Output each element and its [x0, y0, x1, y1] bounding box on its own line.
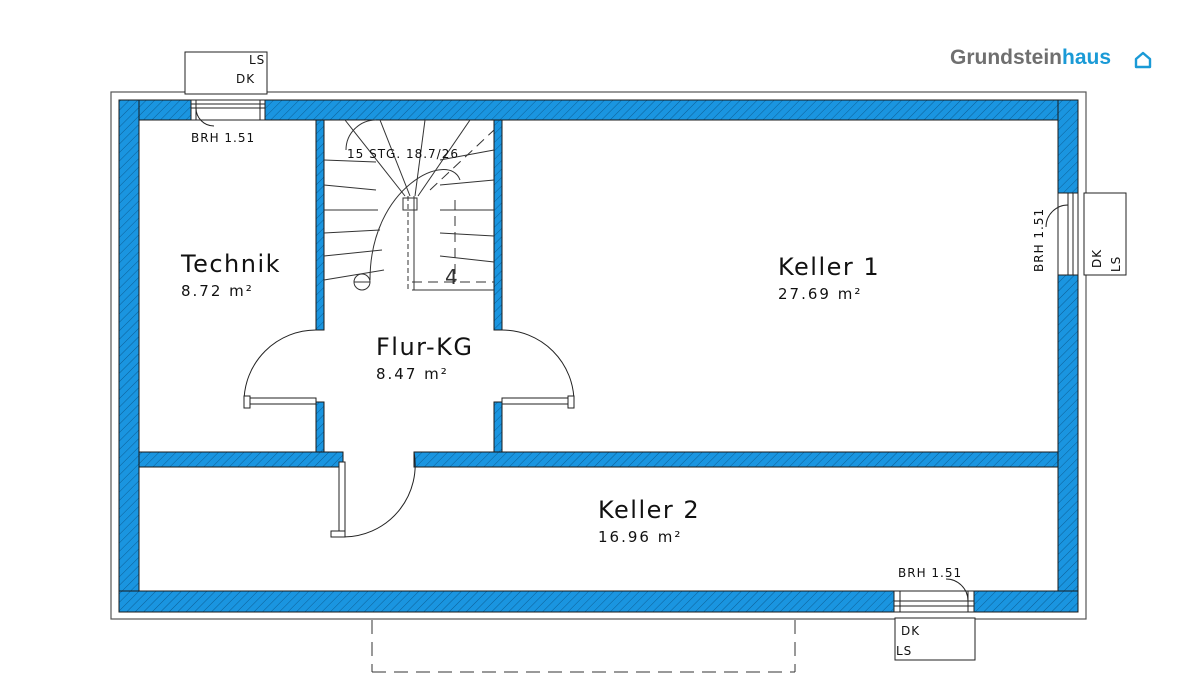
window-bottom-ls: LS: [896, 644, 912, 658]
room-name-keller2: Keller 2: [598, 496, 700, 524]
room-area-keller1: 27.69 m²: [778, 285, 862, 303]
window-right-brh: BRH 1.51: [1032, 208, 1046, 272]
staircase: [323, 119, 495, 291]
brand-part-2: haus: [1062, 46, 1112, 69]
stair-label: 15 STG. 18.7/26: [347, 147, 459, 161]
door-keller2: [330, 451, 416, 538]
window-top: [184, 51, 268, 127]
window-right-ls: LS: [1109, 256, 1123, 272]
exterior-walls: [118, 99, 1079, 613]
window-right: [1045, 192, 1127, 276]
room-name-flur: Flur-KG: [376, 333, 474, 361]
room-name-keller1: Keller 1: [778, 253, 880, 281]
door-keller1: [501, 329, 575, 409]
window-bottom-dk: DK: [901, 624, 920, 638]
window-top-dk: DK: [236, 72, 255, 86]
stair-step-mark: 4: [445, 265, 458, 289]
house-icon: [1134, 51, 1152, 69]
interior-walls: [138, 119, 1059, 468]
room-name-technik: Technik: [180, 250, 281, 278]
plan-outline: [110, 91, 1087, 620]
brand-part-1: Grundstein: [950, 46, 1063, 69]
window-top-brh: BRH 1.51: [191, 131, 255, 145]
window-bottom: [893, 578, 976, 661]
room-area-flur: 8.47 m²: [376, 365, 449, 383]
window-right-dk: DK: [1090, 249, 1104, 268]
room-area-technik: 8.72 m²: [181, 282, 254, 300]
room-area-keller2: 16.96 m²: [598, 528, 682, 546]
brand-logo: Grundsteinhaus: [950, 46, 1111, 70]
door-technik: [243, 329, 317, 409]
window-bottom-brh: BRH 1.51: [898, 566, 962, 580]
window-top-ls: LS: [249, 53, 265, 67]
dashed-outline: [371, 620, 796, 673]
